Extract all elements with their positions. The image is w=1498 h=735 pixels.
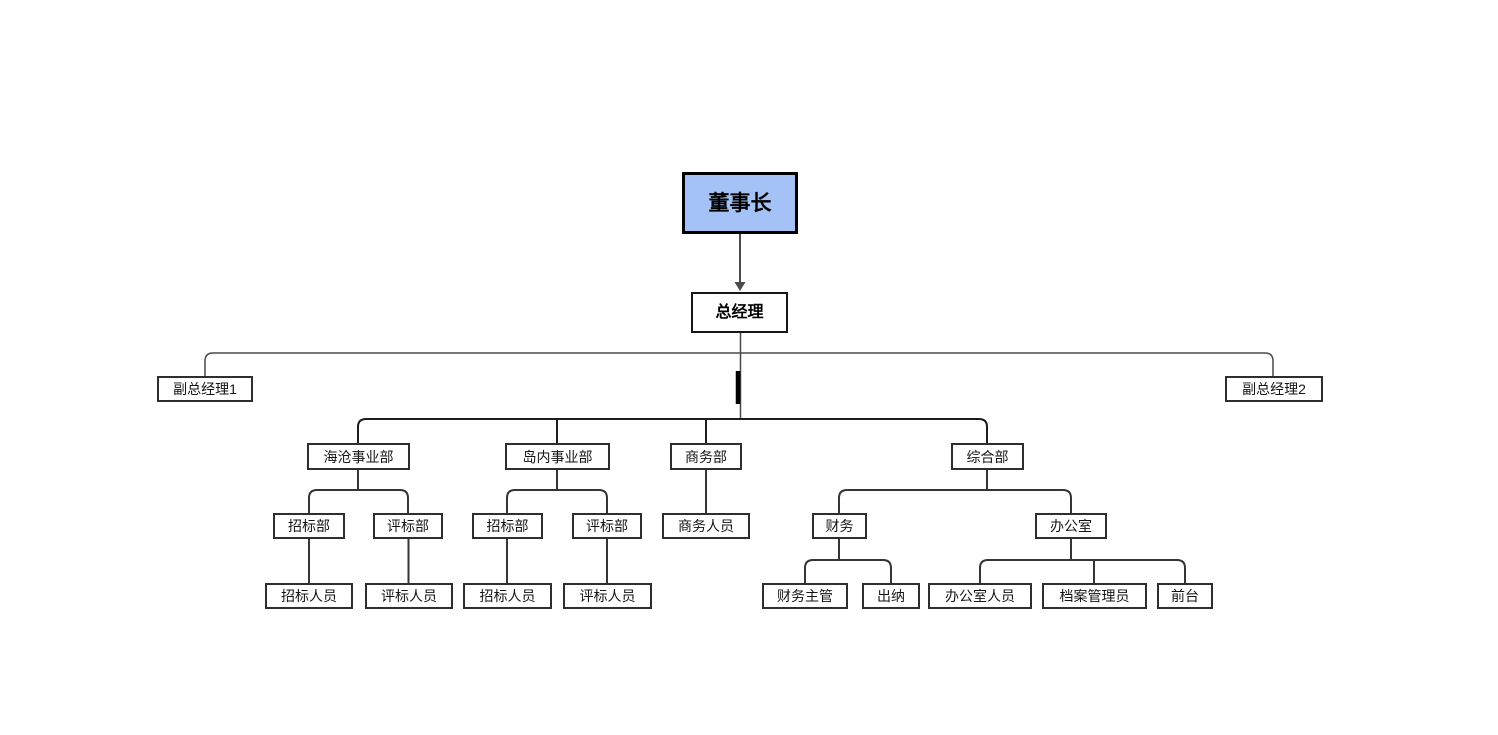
- node-bidding-staff-haicang[interactable]: 招标人员: [265, 583, 353, 609]
- arrowhead-icon: [734, 282, 746, 291]
- node-business-dept[interactable]: 商务部: [670, 443, 742, 470]
- edge-caiwu-split: [804, 559, 892, 583]
- edge-gm-vicegms: [204, 352, 1274, 376]
- node-general-affairs-dept[interactable]: 综合部: [951, 443, 1024, 470]
- edge-division-rail: [357, 418, 988, 443]
- node-archives-manager[interactable]: 档案管理员: [1042, 583, 1147, 609]
- node-finance[interactable]: 财务: [812, 513, 867, 539]
- edge-zonghe-split: [838, 489, 1072, 513]
- node-vice-gm-2[interactable]: 副总经理2: [1225, 376, 1323, 402]
- node-evaluation-staff-daonei[interactable]: 评标人员: [563, 583, 652, 609]
- node-business-staff[interactable]: 商务人员: [662, 513, 750, 539]
- node-bidding-dept-daonei[interactable]: 招标部: [472, 513, 543, 539]
- node-bidding-dept-haicang[interactable]: 招标部: [273, 513, 345, 539]
- node-evaluation-staff-haicang[interactable]: 评标人员: [365, 583, 453, 609]
- node-chairman[interactable]: 董事长: [682, 172, 798, 234]
- node-finance-supervisor[interactable]: 财务主管: [762, 583, 848, 609]
- node-cashier[interactable]: 出纳: [862, 583, 920, 609]
- edge-haicang-split: [308, 489, 409, 513]
- node-vice-gm-1[interactable]: 副总经理1: [157, 376, 253, 402]
- node-evaluation-dept-haicang[interactable]: 评标部: [373, 513, 443, 539]
- node-general-manager[interactable]: 总经理: [691, 292, 788, 333]
- node-receptionist[interactable]: 前台: [1157, 583, 1213, 609]
- node-bidding-staff-daonei[interactable]: 招标人员: [463, 583, 552, 609]
- node-daonei-division[interactable]: 岛内事业部: [505, 443, 610, 470]
- node-office[interactable]: 办公室: [1035, 513, 1107, 539]
- node-haicang-division[interactable]: 海沧事业部: [307, 443, 410, 470]
- node-office-staff[interactable]: 办公室人员: [928, 583, 1032, 609]
- edge-daonei-split: [506, 489, 608, 513]
- edge-office-split: [979, 559, 1186, 583]
- node-evaluation-dept-daonei[interactable]: 评标部: [572, 513, 642, 539]
